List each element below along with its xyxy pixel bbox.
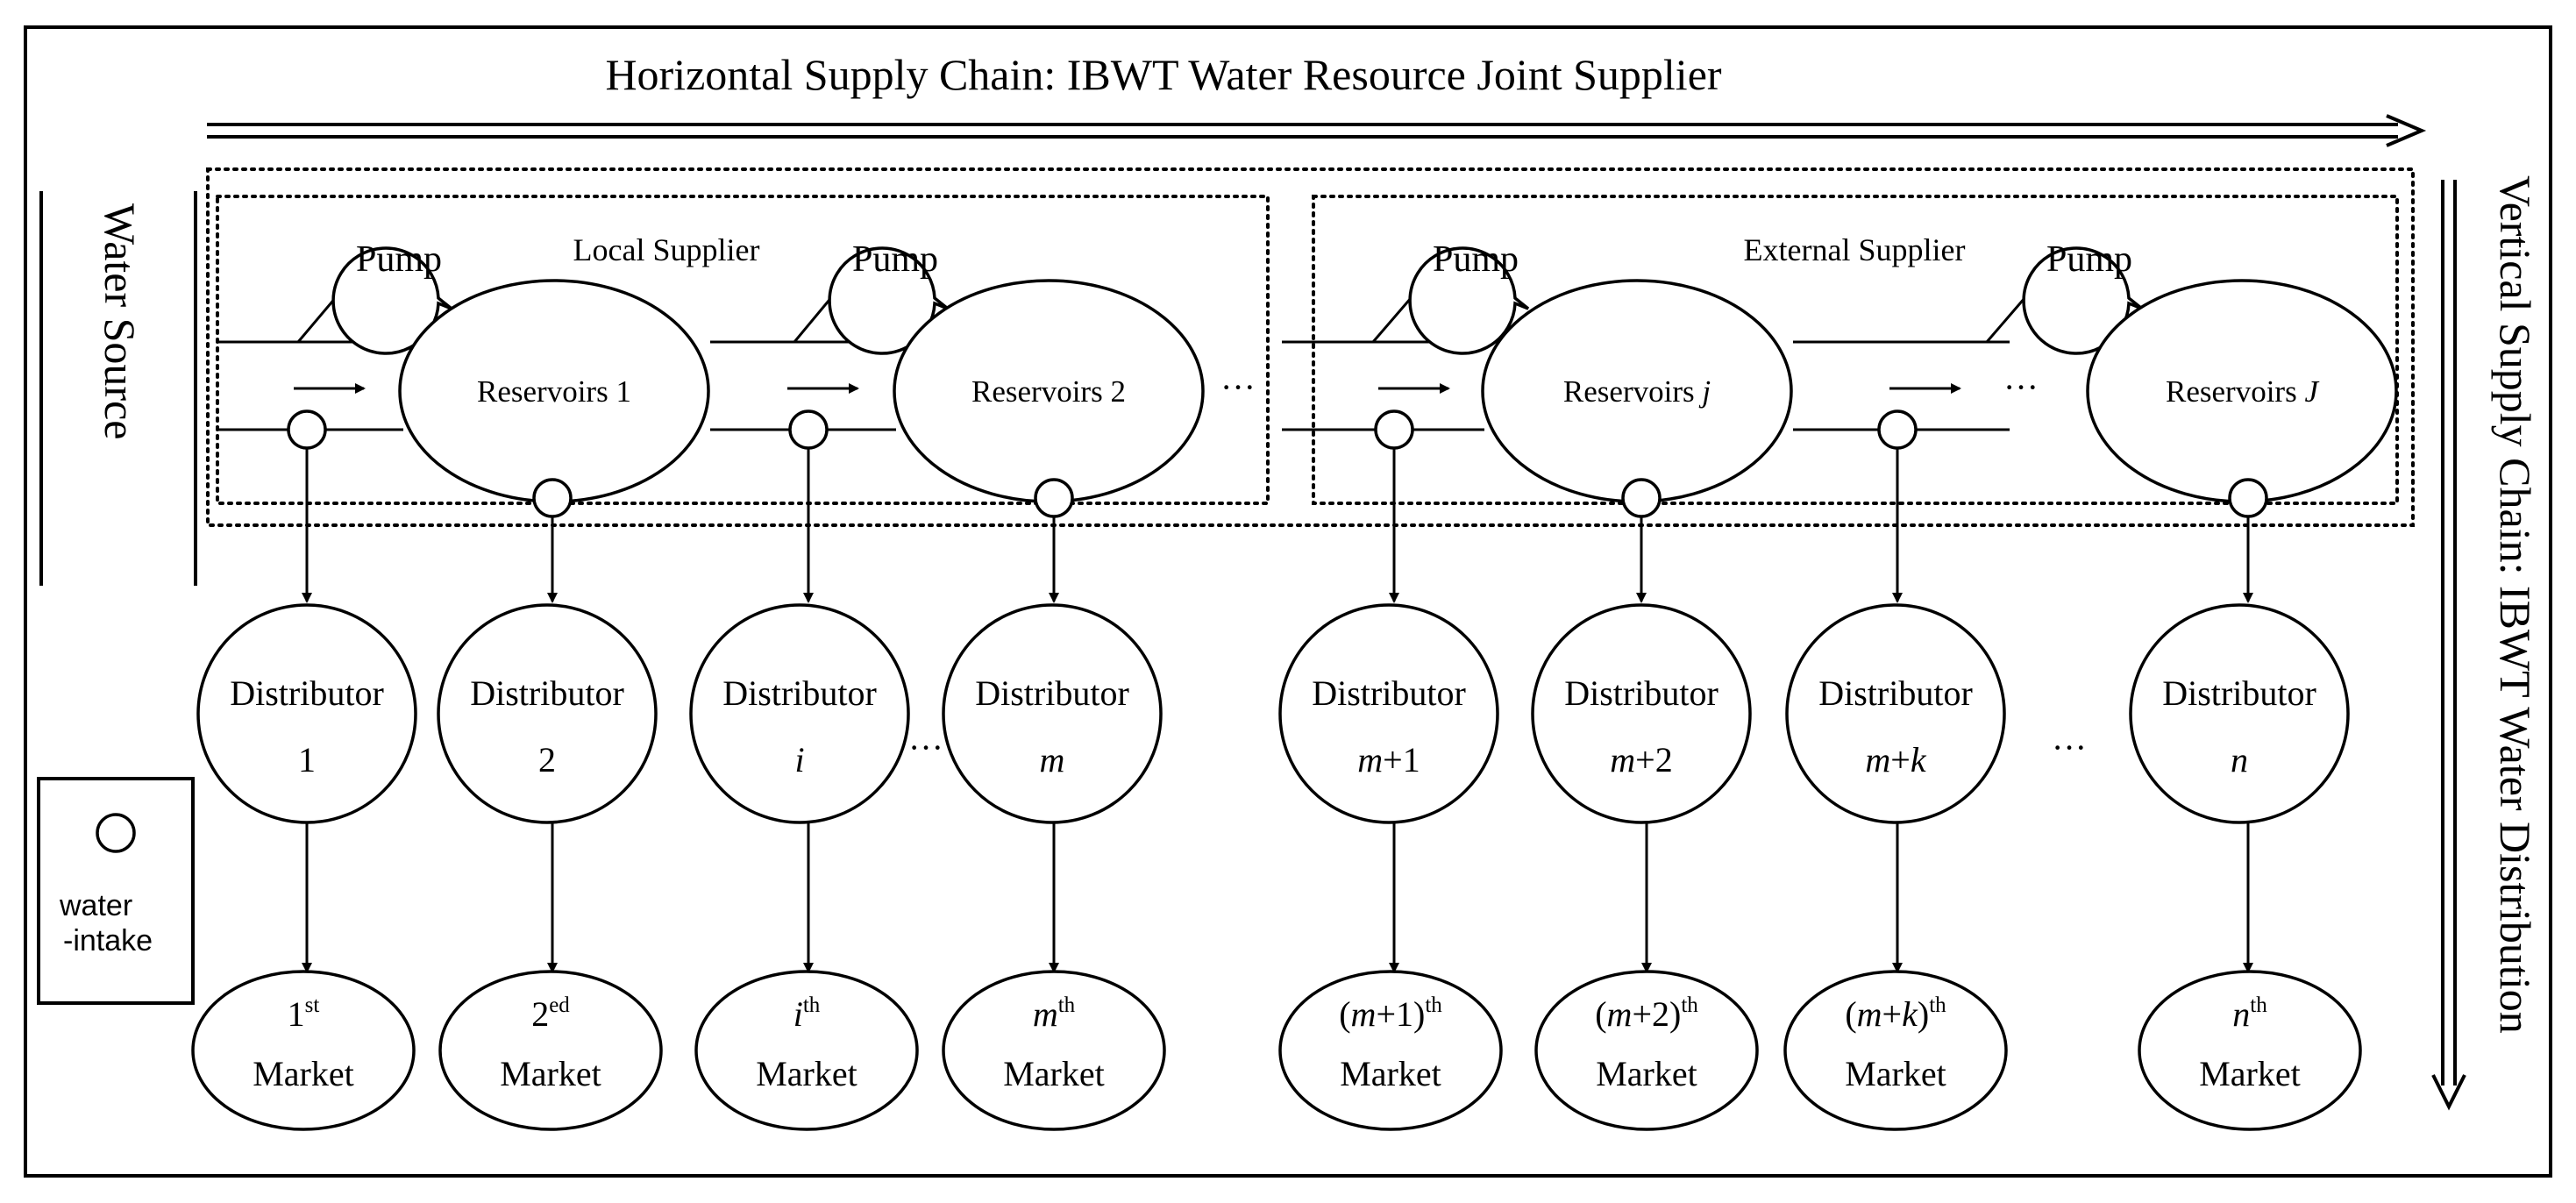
svg-text:Distributor: Distributor <box>1564 673 1719 713</box>
svg-text:Market: Market <box>1845 1054 1946 1093</box>
distributor-n: Distributor n <box>2129 603 2350 824</box>
water-source-bars <box>39 191 197 586</box>
svg-text:Pump: Pump <box>1433 239 1519 280</box>
pump-2: Pump <box>793 239 950 355</box>
outer-border <box>24 25 2552 1178</box>
reservoir-J: Reservoirs J <box>2086 279 2398 503</box>
reservoir-2: Reservoirs 2 <box>893 279 1205 503</box>
distributor-m: Distributor m <box>942 603 1163 824</box>
svg-text:Market: Market <box>756 1054 857 1093</box>
svg-text:Market: Market <box>500 1054 601 1093</box>
svg-text:Distributor: Distributor <box>1312 673 1466 713</box>
svg-text:1st: 1st <box>288 993 320 1034</box>
svg-text:Distributor: Distributor <box>1818 673 1973 713</box>
distributor-i: Distributor i <box>689 603 910 824</box>
distributor-2: Distributor 2 <box>437 603 658 824</box>
pump-4: Pump <box>1985 239 2144 355</box>
svg-text:2: 2 <box>538 740 556 779</box>
svg-text:Distributor: Distributor <box>470 673 624 713</box>
reservoir-j: Reservoirs j <box>1481 279 1793 503</box>
svg-text:Reservoirs j: Reservoirs j <box>1563 374 1711 409</box>
market-i: ith Market <box>694 970 919 1131</box>
external-supplier-frame <box>1312 195 2399 505</box>
svg-text:Market: Market <box>1596 1054 1697 1093</box>
svg-text:2ed: 2ed <box>531 993 570 1034</box>
svg-text:(m+1)th: (m+1)th <box>1339 993 1442 1034</box>
svg-text:m+k: m+k <box>1865 740 1926 779</box>
svg-text:ith: ith <box>793 993 821 1034</box>
svg-text:Distributor: Distributor <box>722 673 877 713</box>
svg-text:Pump: Pump <box>2046 239 2132 280</box>
svg-text:Market: Market <box>1340 1054 1441 1093</box>
svg-text:Distributor: Distributor <box>2162 673 2316 713</box>
reservoir-1: Reservoirs 1 <box>398 279 710 503</box>
market-n: nth Market <box>2138 970 2362 1131</box>
legend-line-2: -intake <box>63 924 153 957</box>
svg-text:n: n <box>2231 740 2248 779</box>
svg-text:Reservoirs J: Reservoirs J <box>2166 374 2319 409</box>
svg-text:Pump: Pump <box>356 239 442 280</box>
pump-1: Pump <box>296 239 453 355</box>
market-2: 2ed Market <box>438 970 663 1131</box>
svg-text:Market: Market <box>1003 1054 1105 1093</box>
svg-text:Reservoirs 2: Reservoirs 2 <box>971 374 1126 409</box>
svg-text:m+1: m+1 <box>1357 740 1420 779</box>
market-1: 1st Market <box>191 970 416 1131</box>
external-supplier-label: External Supplier <box>1744 232 1966 267</box>
svg-text:nth: nth <box>2232 993 2267 1034</box>
svg-text:(m+2)th: (m+2)th <box>1595 993 1698 1034</box>
water-intake-legend-icon <box>96 813 136 853</box>
svg-text:mth: mth <box>1033 993 1076 1034</box>
distributor-m-plus-2: Distributor m+2 <box>1531 603 1752 824</box>
market-m: mth Market <box>942 970 1166 1131</box>
vertical-chain-title: Vertical Supply Chain: IBWT Water Distri… <box>2491 175 2540 1034</box>
joint-supplier-frame <box>206 167 2415 527</box>
vertical-double-arrow <box>2431 180 2466 1111</box>
market-m-plus-k: (m+k)th Market <box>1783 970 2008 1131</box>
distributor-ellipsis-1: ··· <box>908 728 943 767</box>
distributor-ellipsis-2: ··· <box>2052 728 2087 767</box>
horizontal-chain-title: Horizontal Supply Chain: IBWT Water Reso… <box>605 50 1721 99</box>
svg-text:Reservoirs 1: Reservoirs 1 <box>477 374 631 409</box>
svg-text:Pump: Pump <box>852 239 938 280</box>
svg-text:(m+k)th: (m+k)th <box>1845 993 1946 1034</box>
market-m-plus-2: (m+2)th Market <box>1534 970 1759 1131</box>
legend-line-1: water <box>59 889 132 922</box>
pipe-ellipsis-2: ··· <box>2003 367 2039 407</box>
pipe-ellipsis-1: ··· <box>1220 367 1256 407</box>
svg-text:m: m <box>1040 740 1065 779</box>
distributor-m-plus-k: Distributor m+k <box>1785 603 2006 824</box>
pump-3: Pump <box>1371 239 1530 355</box>
pipe-segment-4 <box>1793 340 2010 431</box>
svg-text:Market: Market <box>2199 1054 2301 1093</box>
water-intake-points <box>287 409 2268 518</box>
connectors <box>302 449 2253 973</box>
market-m-plus-1: (m+1)th Market <box>1278 970 1503 1131</box>
water-source-label: Water Source <box>96 203 145 439</box>
svg-text:Market: Market <box>253 1054 354 1093</box>
legend-box: water -intake <box>37 777 195 1005</box>
svg-text:Distributor: Distributor <box>975 673 1129 713</box>
svg-text:i: i <box>794 740 804 779</box>
local-supplier-label: Local Supplier <box>573 232 760 267</box>
svg-text:Distributor: Distributor <box>230 673 384 713</box>
horizontal-double-arrow <box>207 114 2427 147</box>
svg-text:1: 1 <box>298 740 316 779</box>
distributor-1: Distributor 1 <box>196 603 417 824</box>
distributor-m-plus-1: Distributor m+1 <box>1278 603 1499 824</box>
svg-text:m+2: m+2 <box>1610 740 1672 779</box>
local-supplier-frame <box>216 195 1270 505</box>
